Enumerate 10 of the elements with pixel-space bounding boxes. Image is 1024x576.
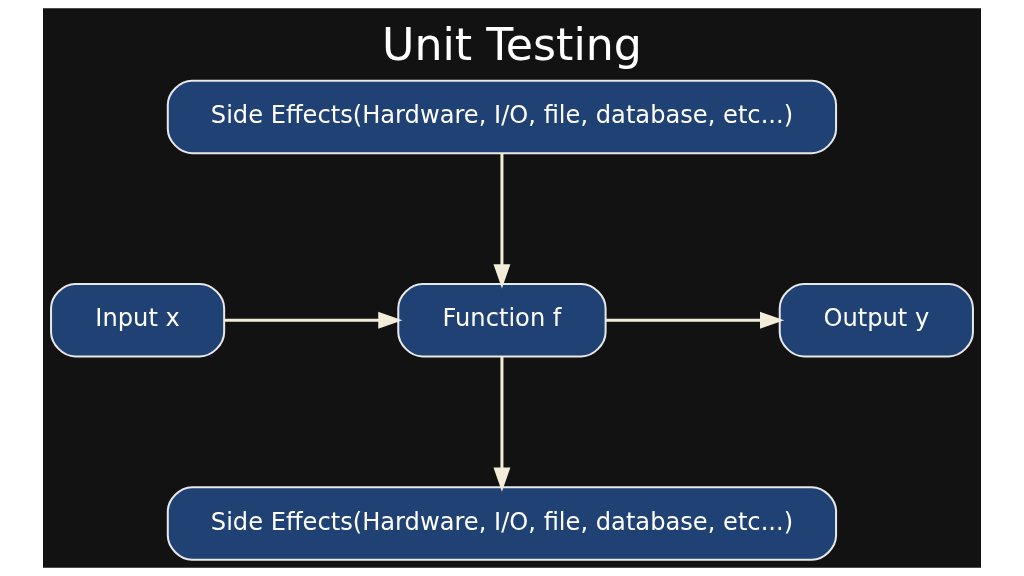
arrow (224, 311, 403, 329)
node-box: Input x (50, 282, 226, 358)
node-box: Side Effects(Hardware, I/O, file, database, etc...) (166, 79, 838, 155)
node-box: Side Effects(Hardware, I/O, file, database, etc...) (166, 486, 838, 561)
arrow (493, 153, 511, 289)
arrow (493, 356, 511, 492)
diagram-title: Unit Testing (382, 18, 642, 70)
arrow (605, 311, 785, 329)
node-box: Function f (397, 282, 607, 358)
node-box: Output y (778, 282, 974, 358)
